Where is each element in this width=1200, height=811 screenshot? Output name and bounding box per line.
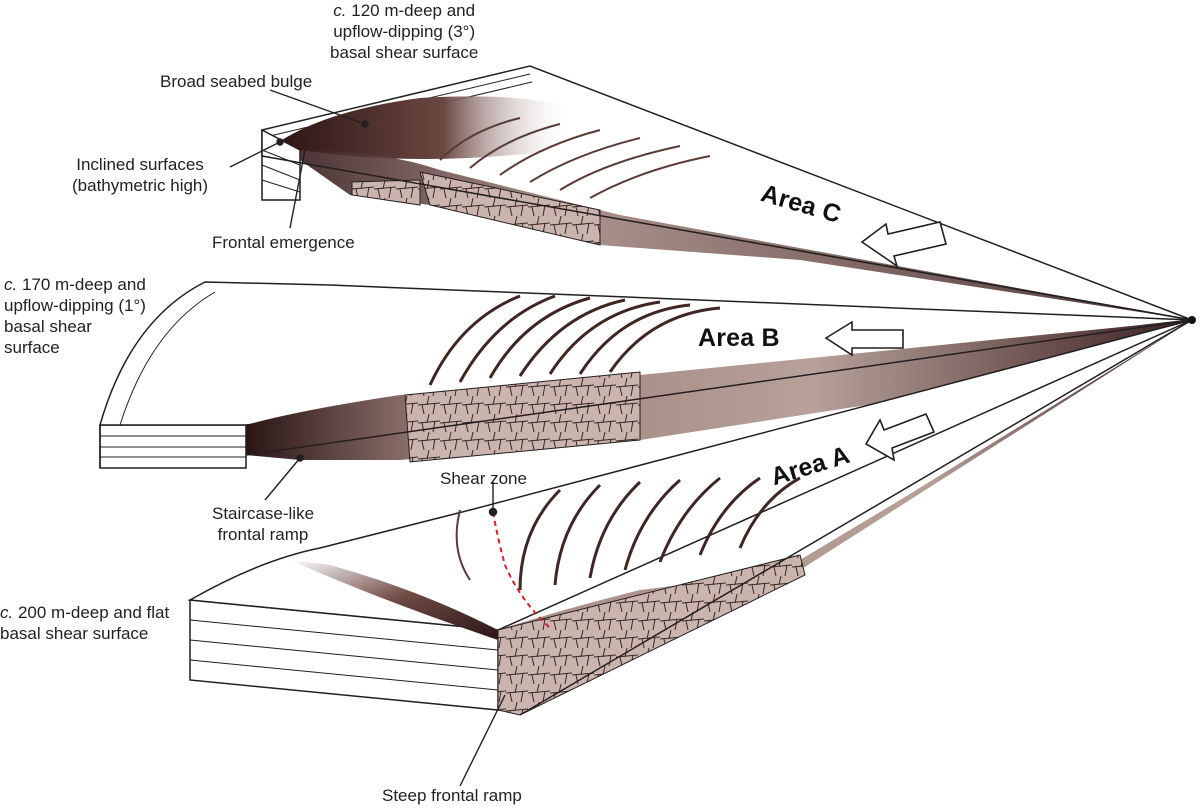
area-a-arrow	[864, 412, 936, 462]
apex-point	[1188, 316, 1196, 324]
broad-bulge-label: Broad seabed bulge	[160, 72, 313, 91]
label-line: upflow-dipping (1°)	[4, 296, 146, 315]
label-line: upflow-dipping (3°)	[333, 22, 476, 41]
area-b-label: Area B	[698, 324, 780, 352]
label-line: (bathymetric high)	[72, 176, 209, 195]
italic-prefix: c.	[333, 1, 347, 20]
label-line: frontal ramp	[217, 525, 309, 544]
area-a-wedge	[187, 319, 1193, 716]
frontal-emergence-label: Frontal emergence	[212, 233, 355, 252]
label-line: basal shear surface	[0, 624, 149, 643]
label-line: Staircase-like	[212, 504, 315, 523]
inclined-surfaces-label: Inclined surfaces (bathymetric high)	[72, 154, 208, 196]
area-b-depth-label: c. 170 m-deep and upflow-dipping (1°) ba…	[4, 274, 146, 358]
label-line: Inclined surfaces	[76, 155, 204, 174]
shear-zone-label: Shear zone	[440, 469, 527, 488]
italic-prefix: c.	[4, 275, 18, 294]
label-line: surface	[4, 338, 60, 357]
area-a-depth-label: c. 200 m-deep and flat basal shear surfa…	[0, 602, 169, 644]
italic-prefix: c.	[0, 603, 14, 622]
shear-zone-line	[492, 511, 551, 629]
steep-ramp-label: Steep frontal ramp	[382, 786, 522, 805]
leader-lines	[229, 89, 506, 787]
movement-arrows	[824, 221, 947, 462]
label-line: 170 m-deep and	[21, 275, 146, 294]
label-line: 120 m-deep and	[351, 1, 476, 20]
area-b-arrow	[824, 320, 904, 357]
label-line: 200 m-deep and flat	[17, 603, 170, 622]
area-b-wedge	[99, 281, 1193, 469]
label-line: basal shear	[4, 317, 92, 336]
area-c-arrow	[860, 221, 947, 268]
area-c-wedge	[261, 65, 1193, 321]
label-line: basal shear surface	[330, 43, 479, 62]
staircase-ramp-label: Staircase-like frontal ramp	[212, 503, 314, 545]
area-c-depth-label: c. 120 m-deep and upflow-dipping (3°) ba…	[330, 0, 478, 63]
